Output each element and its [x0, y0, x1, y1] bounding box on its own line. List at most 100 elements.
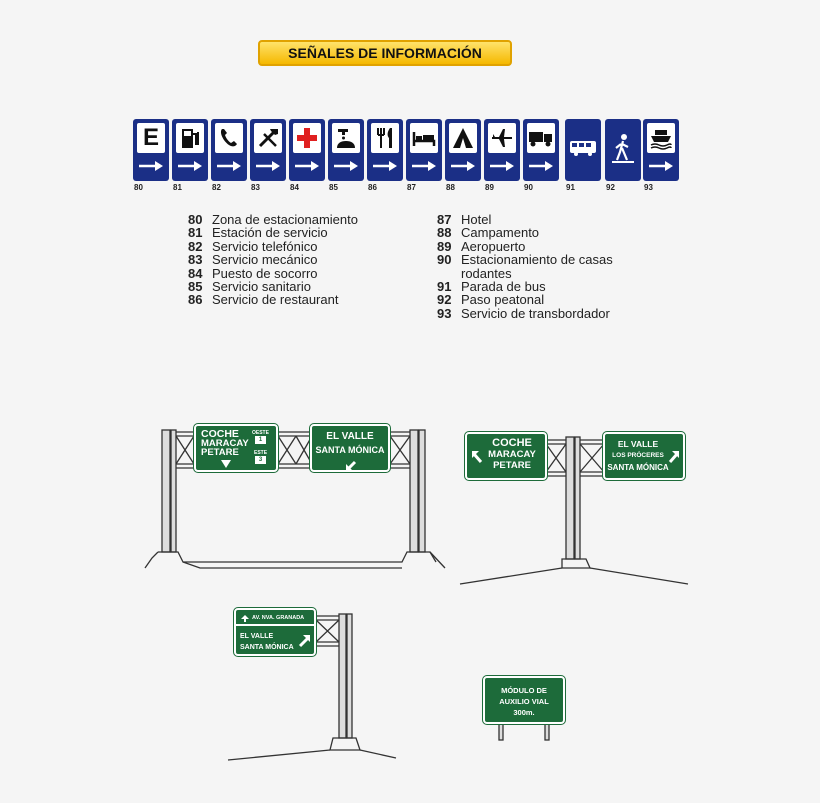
sign-number: 92: [606, 183, 615, 192]
gantry1-sign-coche: COCHE MARACAY PETARE OESTE 1 ESTE 3: [193, 423, 279, 473]
tent-icon: [449, 123, 477, 153]
sign-gas-station: [172, 119, 208, 181]
sign-pedestrian-crossing: [605, 119, 641, 181]
sign-line: EL VALLE: [617, 439, 659, 449]
arrow-right-icon: [373, 161, 397, 171]
sign-bus-stop: [565, 119, 601, 181]
sign-divider: [236, 624, 314, 626]
arrow-right-icon: [217, 161, 241, 171]
airplane-icon: [488, 123, 516, 153]
bed-icon: [410, 123, 438, 153]
sign-number: 91: [566, 183, 575, 192]
sign-line: MÓDULO DE: [501, 686, 547, 695]
sign-number: 82: [212, 183, 221, 192]
sign-number: 85: [329, 183, 338, 192]
direction-label: ESTE: [254, 450, 268, 456]
sign-line: COCHE: [492, 437, 532, 449]
ferry-icon: [647, 123, 675, 153]
route-shield: 1: [255, 436, 266, 444]
arrow-right-icon: [178, 161, 202, 171]
faucet-hands-icon: [332, 123, 360, 153]
sign-mechanic: [250, 119, 286, 181]
sign-ferry: [643, 119, 679, 181]
parking-letter: E: [142, 124, 159, 151]
arrow-up-left-icon: [472, 451, 483, 463]
section-title: SEÑALES DE INFORMACIÓN: [258, 40, 512, 66]
sign-line: AUXILIO VIAL: [499, 697, 549, 706]
arrow-right-icon: [139, 161, 163, 171]
telephone-icon: [215, 123, 243, 153]
tools-icon: [254, 123, 282, 153]
sign-parking: E: [133, 119, 169, 181]
sign-line: EL VALLE: [240, 633, 274, 640]
trailer-icon: [527, 123, 555, 153]
sign-line: AV. NVA. GRANADA: [252, 615, 305, 621]
sign-number: 83: [251, 183, 260, 192]
sign-line: SANTA MÓNICA: [315, 445, 385, 455]
pedestrian-icon: [609, 131, 637, 167]
legend-item: rodantes: [461, 265, 512, 281]
sign-line: 300m.: [513, 708, 535, 717]
module-sign: MÓDULO DE AUXILIO VIAL 300m.: [482, 675, 566, 725]
arrow-right-icon: [490, 161, 514, 171]
sign-number: 89: [485, 183, 494, 192]
sign-line: SANTA MÓNICA: [240, 644, 294, 651]
arrow-right-icon: [412, 161, 436, 171]
arrow-right-icon: [295, 161, 319, 171]
sign-line: MARACAY: [488, 449, 536, 460]
sign-number: 88: [446, 183, 455, 192]
gantry3-sign: AV. NVA. GRANADA EL VALLE SANTA MÓNICA: [233, 607, 317, 657]
arrow-right-icon: [334, 161, 358, 171]
sign-line: EL VALLE: [326, 431, 374, 442]
arrow-down-icon: [221, 460, 231, 468]
gantry1-sign-el-valle: EL VALLE SANTA MÓNICA: [309, 423, 391, 473]
sign-number: 87: [407, 183, 416, 192]
sign-number: 93: [644, 183, 653, 192]
gantry2-sign-coche: COCHE MARACAY PETARE: [464, 431, 548, 481]
sign-airport: [484, 119, 520, 181]
sign-restaurant: [367, 119, 403, 181]
sign-first-aid: [289, 119, 325, 181]
arrow-up-icon: [241, 615, 249, 622]
sign-line: PETARE: [201, 447, 239, 458]
route-shield: 3: [255, 456, 266, 464]
parking-icon: E: [137, 123, 165, 153]
arrow-right-icon: [529, 161, 553, 171]
sign-number: 86: [368, 183, 377, 192]
sign-line: SANTA MÓNICA: [607, 463, 669, 472]
sign-line: MARACAY: [201, 438, 249, 449]
fuel-pump-icon: [176, 123, 204, 153]
fork-knife-icon: [371, 123, 399, 153]
sign-sanitary: [328, 119, 364, 181]
sign-number: 81: [173, 183, 182, 192]
sign-camping: [445, 119, 481, 181]
arrow-right-icon: [649, 161, 673, 171]
arrow-right-icon: [451, 161, 475, 171]
gantry2-sign-el-valle: EL VALLE LOS PRÓCERES SANTA MÓNICA: [602, 431, 686, 481]
arrow-up-right-icon: [298, 635, 310, 648]
sign-number: 80: [134, 183, 143, 192]
sign-line: COCHE: [201, 428, 239, 440]
sign-hotel: [406, 119, 442, 181]
direction-label: OESTE: [252, 430, 269, 436]
sign-line: LOS PRÓCERES: [612, 452, 664, 459]
sign-number: 84: [290, 183, 299, 192]
arrow-down-left-icon: [345, 460, 357, 472]
arrow-up-right-icon: [668, 451, 679, 463]
